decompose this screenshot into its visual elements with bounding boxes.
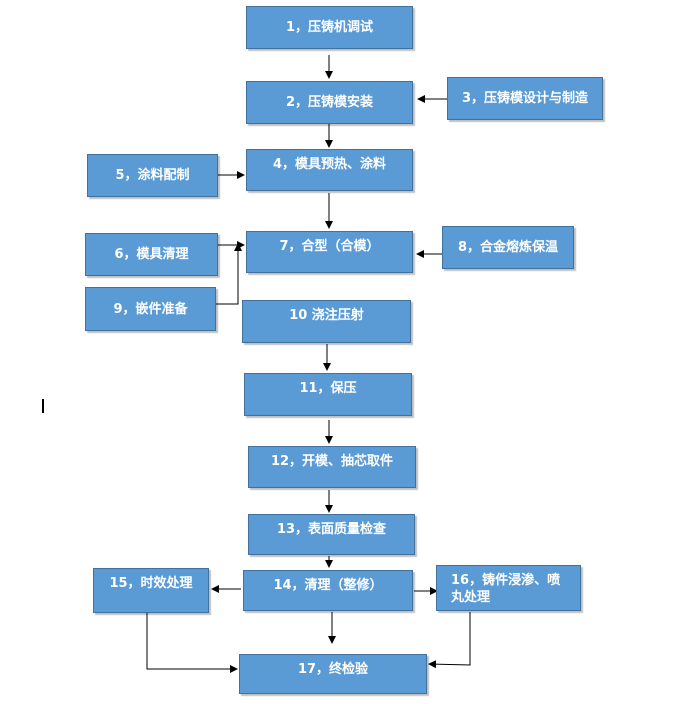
step-5-label: 5，涂料配制 xyxy=(115,168,190,183)
step-1-box: 1，压铸机调试 xyxy=(246,6,413,49)
step-13-box: 13，表面质量检查 xyxy=(248,514,415,555)
step-17-label: 17，终检验 xyxy=(297,662,369,677)
arrow-15-to-17 xyxy=(146,613,238,673)
step-13-label: 13，表面质量检查 xyxy=(276,522,387,537)
step-4-label: 4，模具预热、涂料 xyxy=(272,157,387,172)
step-2-label: 2，压铸模安装 xyxy=(285,95,374,110)
step-5-box: 5，涂料配制 xyxy=(87,154,218,197)
step-12-box: 12，开模、抽芯取件 xyxy=(248,446,416,488)
step-8-box: 8，合金熔炼保温 xyxy=(442,226,574,269)
step-9-box: 9，嵌件准备 xyxy=(85,287,216,331)
step-10-box: 10 浇注压射 xyxy=(242,300,411,343)
step-9-label: 9，嵌件准备 xyxy=(113,301,188,317)
step-7-label: 7，合型（合模） xyxy=(279,239,380,254)
step-3-box: 3，压铸模设计与制造 xyxy=(447,77,603,120)
step-1-label: 1，压铸机调试 xyxy=(285,20,374,35)
step-6-label: 6，模具清理 xyxy=(114,247,189,262)
step-14-label: 14，清理（整修） xyxy=(273,578,383,593)
step-8-label: 8，合金熔炼保温 xyxy=(457,240,559,255)
step-16-box: 16，铸件浸渗、喷丸处理 xyxy=(436,565,581,611)
stray-mark xyxy=(42,399,44,413)
step-3-label: 3，压铸模设计与制造 xyxy=(461,91,589,106)
step-7-box: 7，合型（合模） xyxy=(246,231,413,273)
step-10-label: 10 浇注压射 xyxy=(289,308,364,323)
step-15-box: 15，时效处理 xyxy=(93,568,209,613)
step-12-label: 12，开模、抽芯取件 xyxy=(270,454,394,469)
step-11-label: 11，保压 xyxy=(299,381,357,396)
step-2-box: 2，压铸模安装 xyxy=(246,81,413,124)
step-17-box: 17，终检验 xyxy=(239,654,427,694)
step-15-label: 15，时效处理 xyxy=(109,576,193,591)
step-4-box: 4，模具预热、涂料 xyxy=(246,149,413,191)
arrow-9-to-7 xyxy=(216,243,242,305)
step-16-label: 16，铸件浸渗、喷丸处理 xyxy=(451,573,561,605)
step-6-box: 6，模具清理 xyxy=(85,233,218,276)
step-14-box: 14，清理（整修） xyxy=(243,570,413,611)
step-11-box: 11，保压 xyxy=(244,373,412,416)
arrow-16-to-17 xyxy=(428,612,471,669)
